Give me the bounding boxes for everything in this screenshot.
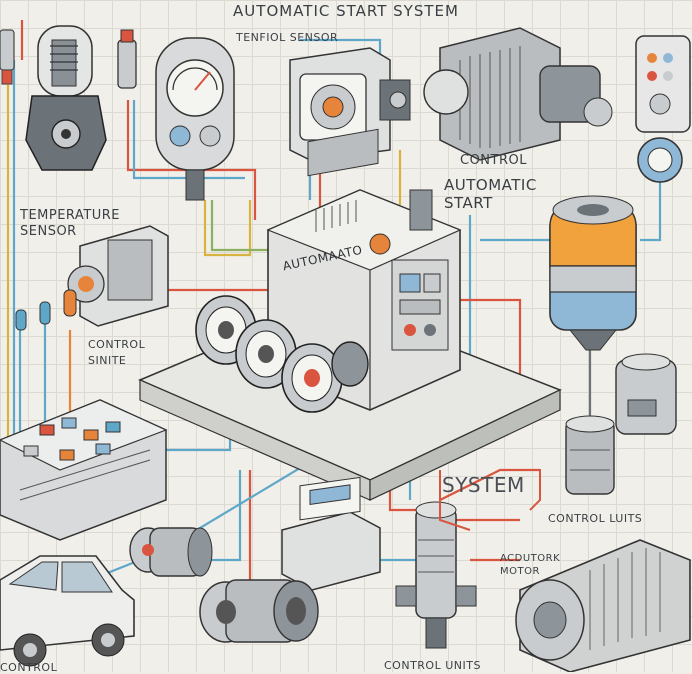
system-bracket xyxy=(439,469,541,531)
pulleys xyxy=(195,295,369,413)
label-acdutork-motor: ACDUTORK MOTOR xyxy=(500,553,561,577)
label-tenfiol-sensor: TENFIOL SENSOR xyxy=(236,31,339,44)
sensor-plugs xyxy=(15,289,77,331)
gauge-tester xyxy=(155,37,235,201)
display-module xyxy=(281,476,381,591)
starter-motor-top xyxy=(423,27,613,161)
valve-right xyxy=(615,353,677,435)
label-automatic-start: AUTOMATIC START xyxy=(444,176,537,212)
connector-plug xyxy=(117,29,137,89)
car xyxy=(0,555,135,667)
cylinder-actuator xyxy=(549,195,637,351)
label-temperature-sensor: TEMPERATURE SENSOR xyxy=(20,208,121,239)
control-panel-board xyxy=(0,399,168,541)
diagram-title: AUTOMATIC START SYSTEM xyxy=(233,2,459,20)
belt-pulley-motor xyxy=(199,579,319,643)
canister xyxy=(565,415,615,495)
actuator-motor xyxy=(515,539,691,672)
label-control-luits: CONTROL LUITS xyxy=(548,512,643,525)
label-control-sinite: CONTROL SINITE xyxy=(88,338,146,367)
temperature-sensor-device xyxy=(67,225,169,327)
small-motor xyxy=(129,527,213,577)
label-control-bottom-left: CONTROL xyxy=(0,661,58,674)
label-control-units: CONTROL UNITS xyxy=(384,659,481,672)
left-edge-plug xyxy=(0,29,15,85)
remote-control xyxy=(635,35,691,133)
valve-assembly xyxy=(395,501,477,649)
label-system: SYSTEM xyxy=(442,473,525,497)
pressure-sensor xyxy=(25,25,107,171)
round-gauge xyxy=(637,137,683,183)
label-control-top: CONTROL xyxy=(460,153,527,168)
